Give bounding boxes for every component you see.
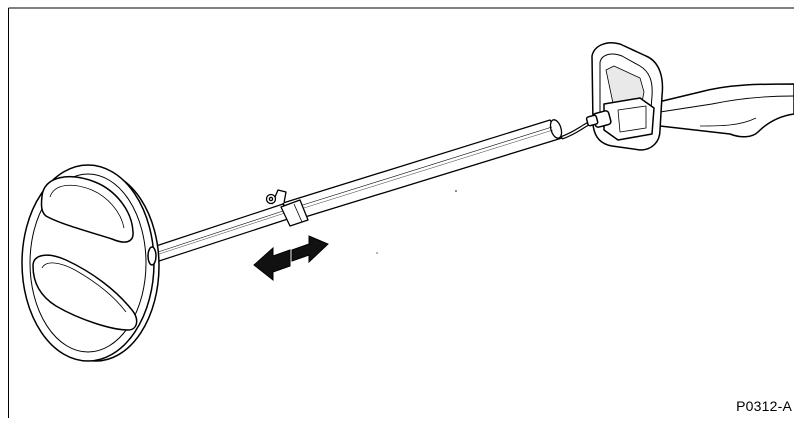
figure-code-label: P0312-A	[736, 398, 792, 414]
upper-shaft	[282, 119, 563, 222]
camlock-collar	[265, 189, 309, 227]
control-housing	[585, 42, 794, 151]
frame-border	[8, 7, 794, 418]
double-headed-arrow-icon	[253, 235, 329, 282]
stray-marks	[376, 190, 457, 254]
search-coil	[21, 164, 160, 362]
